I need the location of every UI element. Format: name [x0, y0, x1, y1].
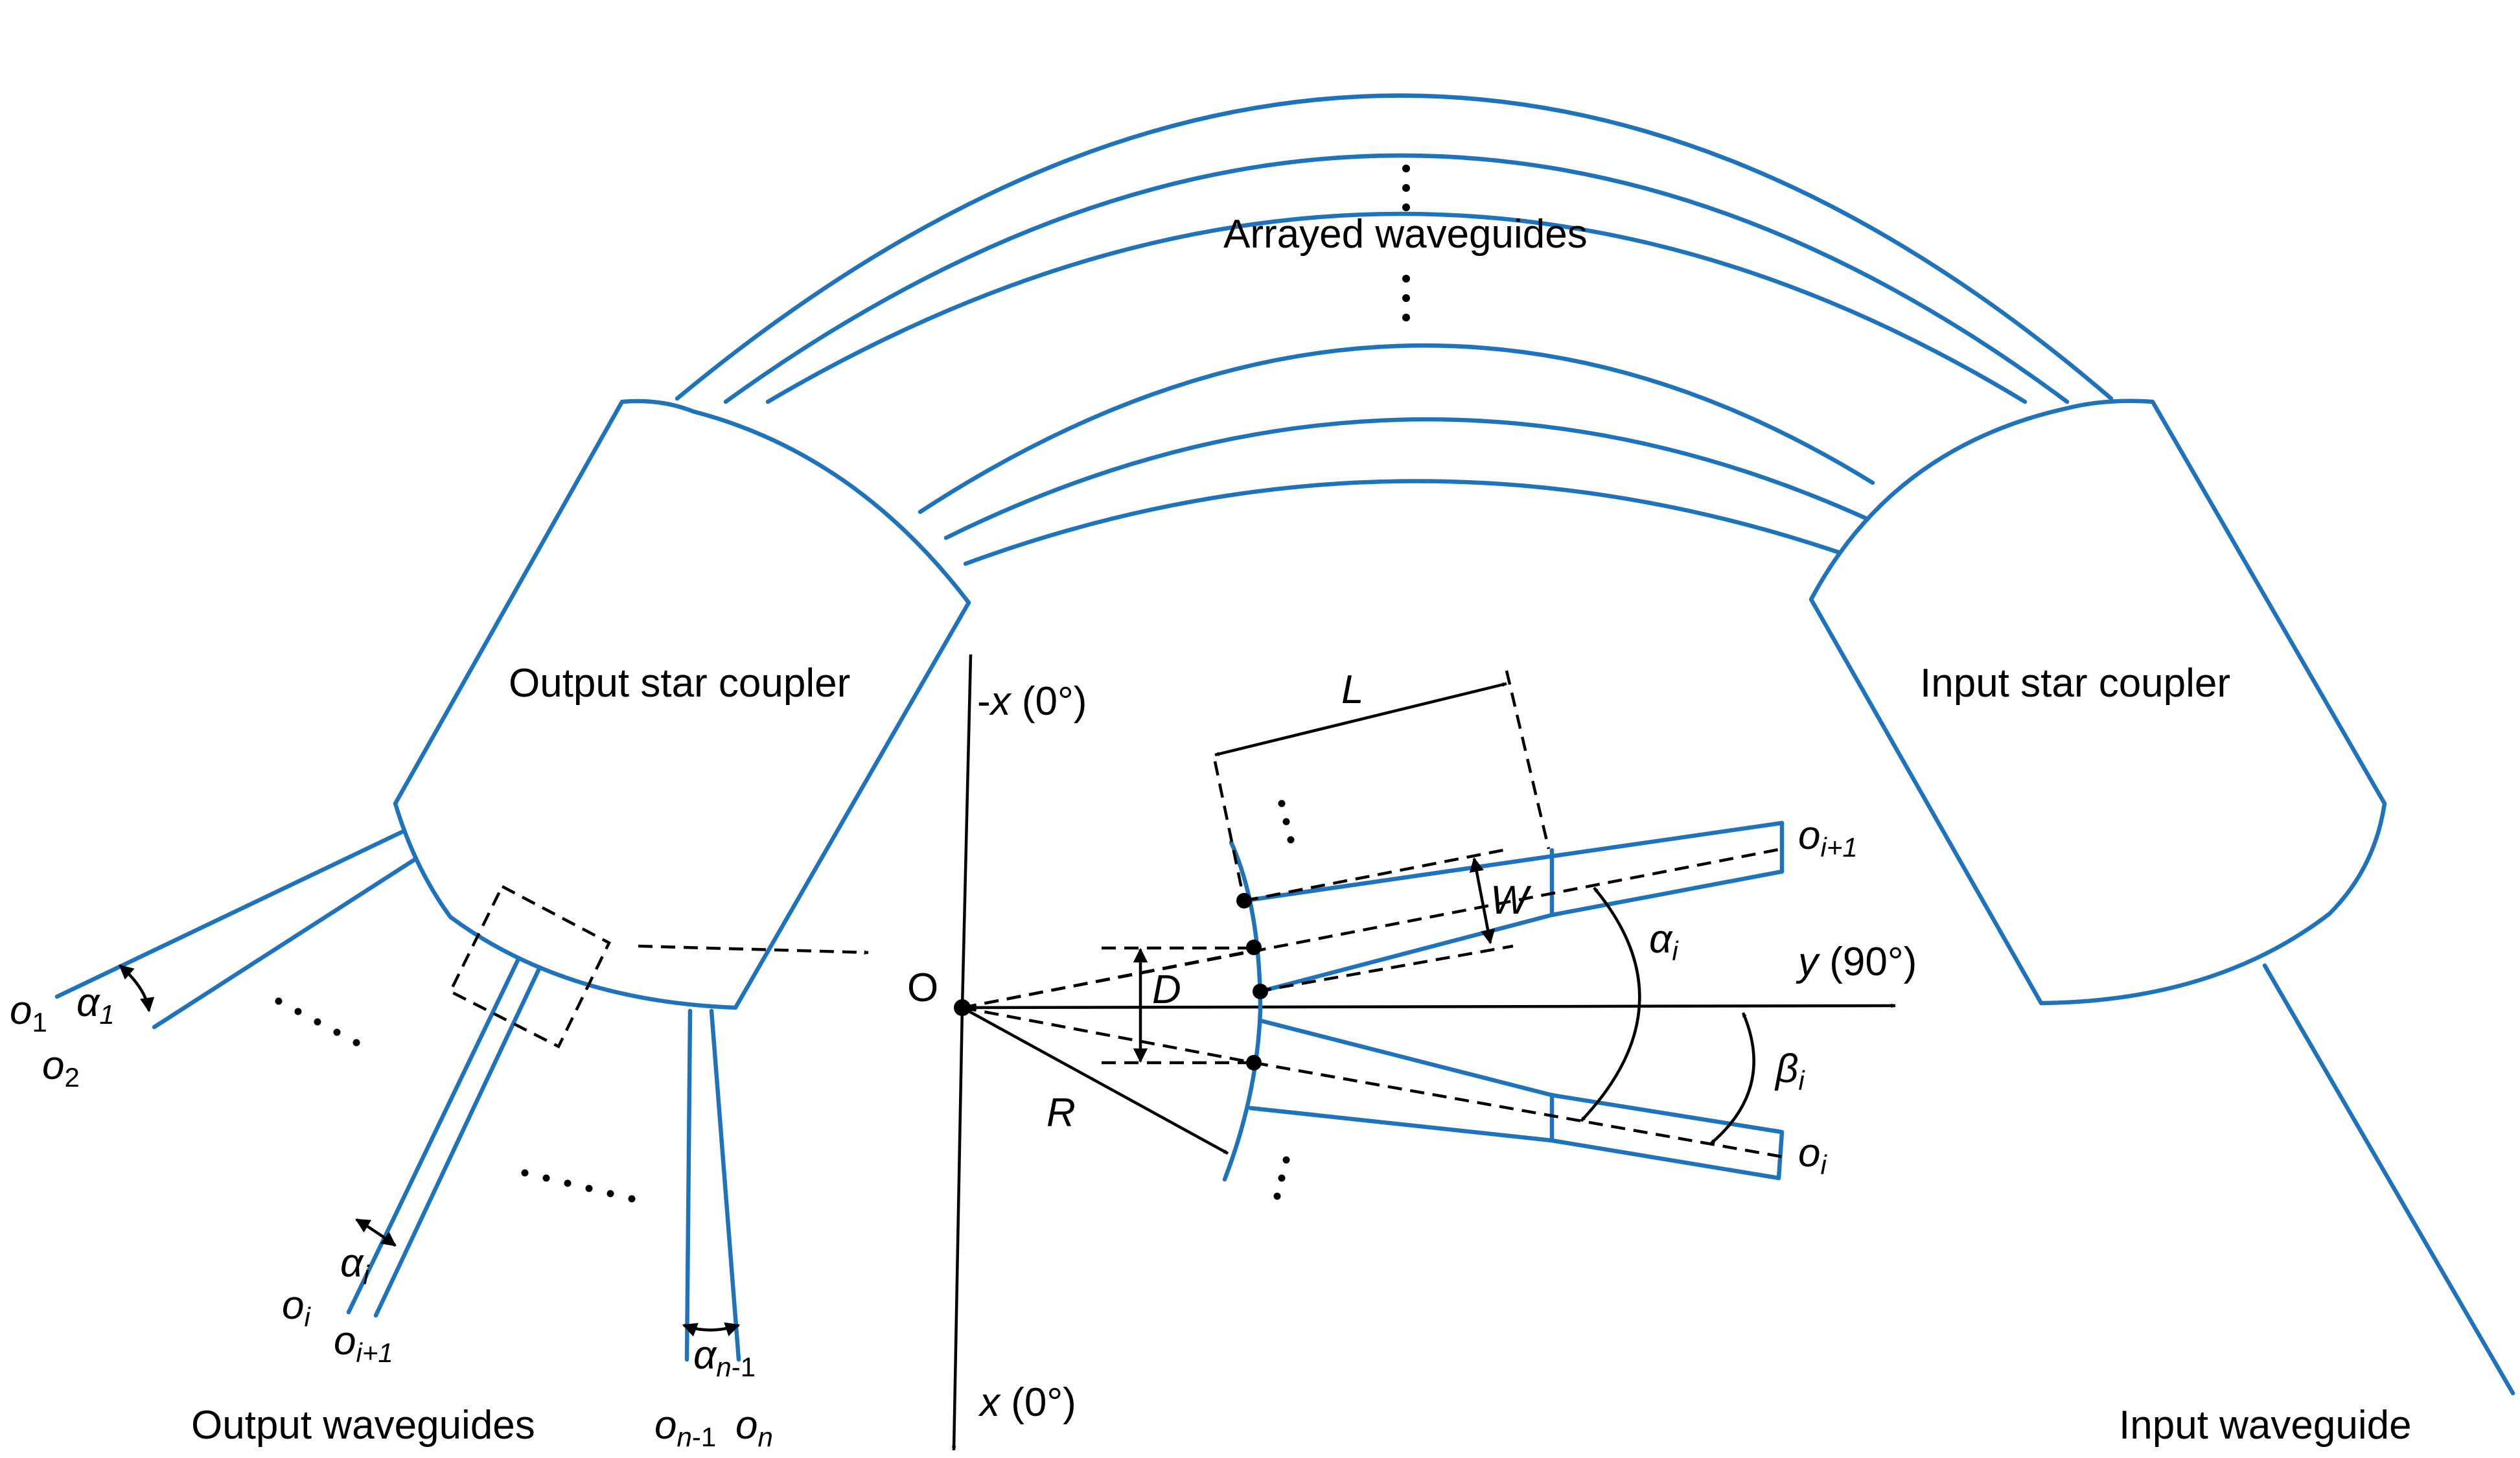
output-ellipsis-2 [521, 1169, 636, 1203]
output-star-coupler-label: Output star coupler [509, 661, 850, 706]
length-label: L [1341, 667, 1363, 712]
input-star-coupler [1809, 399, 2387, 1006]
port-o2-label: o2 [42, 1043, 80, 1093]
beta-i-label: βi [1774, 1047, 1805, 1096]
pitch-label: D [1152, 967, 1181, 1012]
alpha-1-arc [119, 964, 155, 1013]
array-ellipsis-bottom [1402, 275, 1410, 321]
detail-ellipsis-bottom [1273, 1156, 1290, 1200]
detail-port-oi-label: oi [1798, 1131, 1827, 1180]
zoom-pointer-arrow [638, 944, 869, 955]
alpha-i-label: αi [340, 1241, 370, 1290]
output-waveguides [54, 829, 741, 1362]
x-axis-negative [960, 654, 973, 1008]
slab-boundary-lower [1222, 1008, 1263, 1182]
output-ellipsis-1 [275, 997, 360, 1047]
port-oi-label: oi [282, 1283, 311, 1332]
input-star-coupler-label: Input star coupler [1920, 661, 2230, 706]
array-ellipsis-top [1402, 165, 1410, 211]
y-axis-label: y (90°) [1796, 940, 1917, 984]
radius-arrow [961, 1006, 1229, 1155]
x-axis-positive [951, 1007, 964, 1451]
output-waveguides-label: Output waveguides [191, 1403, 535, 1448]
port-on-1-label: on-1 [654, 1403, 716, 1452]
zoom-region-box [448, 884, 611, 1049]
alpha-n-1-arc [682, 1322, 741, 1337]
x-axis-label: x (0°) [978, 1380, 1076, 1425]
detail-ellipsis-top [1278, 800, 1295, 844]
radius-label: R [1046, 1091, 1076, 1135]
alpha-1-label: α1 [76, 980, 115, 1030]
alpha-n-1-label: αn-1 [693, 1333, 756, 1382]
arrayed-waveguides-label: Arrayed waveguides [1223, 212, 1588, 257]
alpha-i-detail-label: αi [1649, 917, 1679, 966]
beta-i-arc [1709, 1012, 1755, 1145]
port-oi1-label: oi+1 [334, 1319, 393, 1368]
waveguide-start-points [1236, 893, 1268, 1070]
port-o1-label: o1 [10, 988, 47, 1037]
input-waveguide [2262, 963, 2515, 1396]
neg-x-axis-label: -x (0°) [977, 679, 1087, 724]
dashed-construction-lines [962, 670, 1783, 1159]
detail-port-oi1-label: oi+1 [1798, 813, 1858, 862]
port-on-label: on [735, 1403, 773, 1452]
length-dimension-arrow [1214, 682, 1507, 757]
width-dimension-arrow [1469, 857, 1496, 945]
alpha-i-detail-arc [1580, 886, 1641, 1122]
output-star-coupler [393, 399, 971, 1010]
taper-lower [1248, 1018, 1785, 1181]
alpha-i-arc [355, 1218, 397, 1247]
origin-label: O [907, 966, 938, 1010]
arrayed-waveguides [675, 93, 2114, 566]
input-waveguide-label: Input waveguide [2119, 1403, 2412, 1448]
width-label: W [1490, 878, 1532, 923]
y-axis [962, 1003, 1896, 1010]
